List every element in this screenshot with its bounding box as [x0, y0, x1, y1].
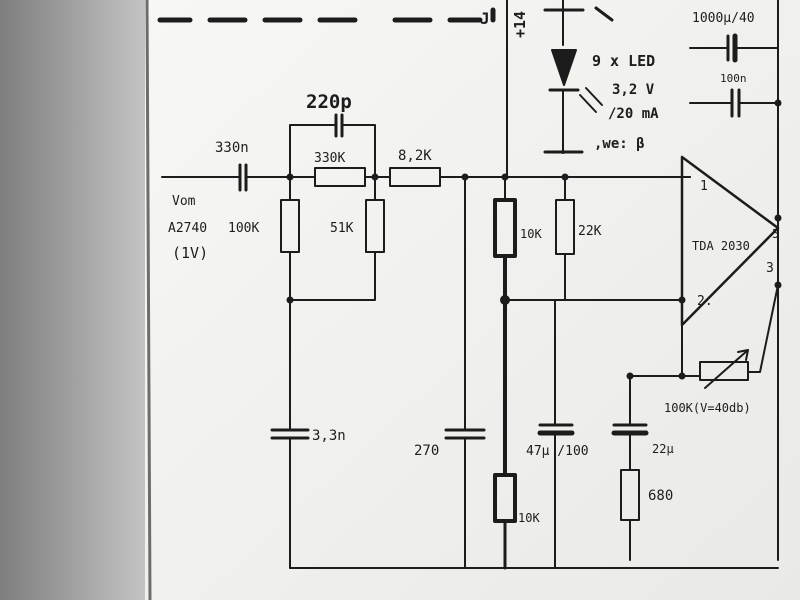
tda2030-amplifier: [680, 155, 780, 327]
label-22u: 22µ: [652, 442, 674, 456]
trimmer-arrowhead: [737, 349, 749, 361]
label-10k-top: 10K: [520, 227, 542, 241]
resistor-22k: [555, 199, 575, 255]
label-8k2: 8,2K: [398, 148, 432, 164]
led-note-line4: ,we: β: [594, 136, 645, 152]
junction-node12: [774, 214, 782, 222]
left-page: [0, 0, 150, 600]
wire-220p-right: [341, 124, 376, 178]
pin5-label: 5: [772, 227, 779, 241]
capacitor-100n: [730, 88, 741, 118]
junction-node8: [678, 296, 686, 304]
amp-name-label: TDA 2030: [692, 239, 750, 253]
top-marker-label: J: [480, 9, 490, 28]
pin2-label: 2.: [697, 294, 713, 309]
junction-node9: [678, 372, 686, 380]
capacitor-330n: [238, 163, 248, 192]
resistor-10k-top: [493, 198, 517, 258]
pin3-label: 3: [766, 261, 774, 276]
supply-label: +14: [511, 11, 529, 38]
capacitor-22u: [611, 423, 649, 436]
junction-node14: [561, 150, 565, 154]
junction-node6: [286, 296, 294, 304]
resistor-680: [620, 469, 640, 521]
junction-node10: [626, 372, 634, 380]
trimmer-arrow: [704, 349, 749, 389]
resistor-51k: [365, 199, 385, 253]
capacitor-47u: [537, 423, 575, 436]
junction-node11: [774, 281, 782, 289]
junction-node7: [500, 295, 510, 305]
junction-dots: [286, 99, 782, 380]
label-100k: 100K: [228, 221, 259, 236]
junction-node5: [561, 173, 569, 181]
label-270: 270: [414, 443, 439, 459]
led-top-arrows: [594, 6, 614, 22]
led-symbol: [551, 49, 577, 86]
page-fold: [145, 0, 152, 600]
junction-node13: [774, 99, 782, 107]
right-page: [145, 0, 800, 600]
label-22k: 22K: [578, 224, 602, 239]
label-100k-feedback: 100K(V=40db): [664, 401, 751, 415]
led-arrow-1: [579, 94, 597, 113]
wire-22k-bottom: [504, 253, 566, 301]
pin1-label: 1: [700, 179, 708, 194]
resistor-10k-bottom: [493, 473, 517, 523]
resistor-8k2: [389, 167, 441, 187]
wire-220p-loop: [289, 124, 337, 178]
capacitor-1000u: [726, 33, 738, 63]
label-330n: 330n: [215, 140, 249, 156]
label-10k-bottom: 10K: [518, 511, 540, 525]
led-note-line2: 3,2 V: [612, 82, 655, 98]
label-330k: 330K: [314, 151, 345, 166]
label-100n: 100n: [720, 72, 747, 85]
junction-node2: [371, 173, 379, 181]
label-1000u: 1000µ/40: [692, 11, 755, 26]
capacitor-220p: [334, 113, 344, 138]
led-arrow-2: [585, 87, 603, 106]
input-label-line3: (1V): [172, 244, 208, 262]
input-label-line2: A2740: [168, 221, 207, 236]
junction-node3: [461, 173, 469, 181]
top-dashed-line: [157, 7, 496, 23]
junction-node4: [501, 173, 509, 181]
label-47u: 47µ /100: [526, 444, 589, 459]
wire-fb-right: [747, 284, 779, 373]
label-220p: 220p: [306, 91, 352, 113]
wire-51k-bottom: [289, 251, 376, 301]
capacitor-3n3: [270, 428, 310, 440]
led-note-line1: 9 x LED: [592, 52, 655, 70]
label-3n3: 3,3n: [312, 428, 346, 444]
capacitor-270: [444, 428, 486, 440]
label-680: 680: [648, 488, 673, 504]
resistor-330k: [314, 167, 366, 187]
input-label-line1: Vom: [172, 194, 196, 209]
label-51k: 51K: [330, 221, 354, 236]
junction-node1: [286, 173, 294, 181]
resistor-100k: [280, 199, 300, 253]
led-note-line3: /20 mA: [608, 106, 659, 122]
